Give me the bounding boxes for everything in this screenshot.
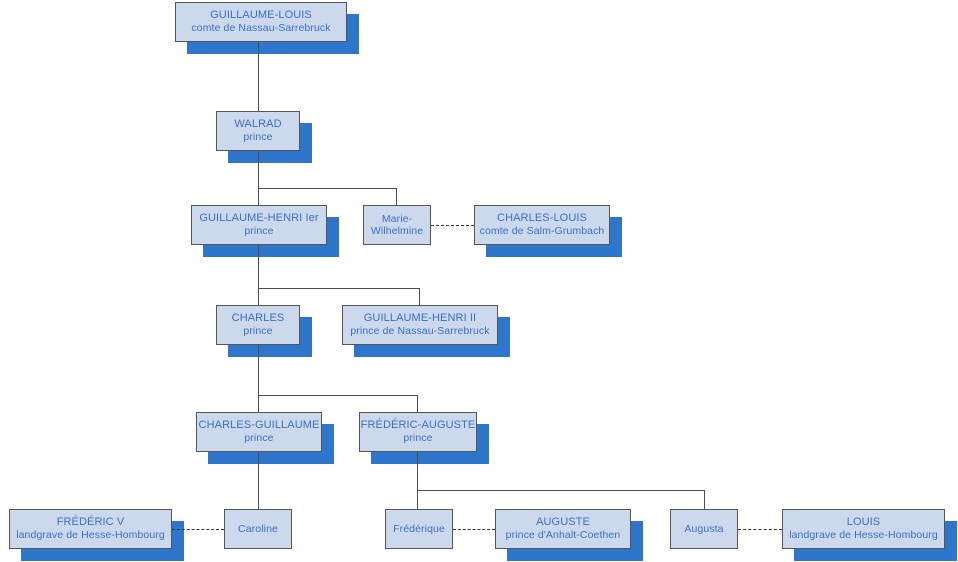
node-caroline[interactable]: Caroline (224, 509, 292, 549)
connector-h-walrad-split (258, 188, 396, 189)
marriage-link-m-frederique-auguste (453, 529, 495, 530)
node-name: CHARLES (231, 312, 285, 325)
node-name: GUILLAUME-HENRI Ier (199, 212, 319, 225)
node-title: prince (403, 432, 433, 445)
connector-h-charles-split (258, 395, 417, 396)
node-name: LOUIS (846, 516, 881, 529)
node-name: CHARLES-GUILLAUME (198, 419, 320, 432)
node-name: GUILLAUME-HENRI II (363, 312, 477, 325)
connector-v-fa-to-frederique (417, 490, 418, 509)
node-title: prince (243, 131, 273, 144)
node-name: Caroline (238, 522, 278, 535)
connector-v-fa-down (417, 452, 418, 490)
node-name: Augusta (684, 522, 724, 535)
connector-v-guillaumelouis-down (258, 42, 259, 111)
node-frederique[interactable]: Frédérique (385, 509, 453, 549)
node-name: Frédérique (393, 522, 445, 535)
connector-v-walrad-down (258, 151, 259, 188)
connector-v-gh1-to-charles (258, 288, 259, 305)
node-marie-wilhelmine[interactable]: Marie-Wilhelmine (363, 205, 431, 245)
node-title: prince d'Anhalt-Coethen (505, 529, 621, 542)
node-name: FRÉDÉRIC-AUGUSTE (360, 419, 476, 432)
node-title: landgrave de Hesse-Hombourg (16, 529, 165, 542)
connector-v-walrad-to-gh1 (258, 188, 259, 205)
node-name: GUILLAUME-LOUIS (210, 9, 312, 22)
connector-v-cg-to-caroline (258, 452, 259, 509)
connector-v-walrad-to-mariew (396, 188, 397, 205)
connector-v-fa-to-augusta (704, 490, 705, 509)
node-name: FRÉDÉRIC V (56, 516, 125, 529)
connector-h-gh1-split (258, 288, 419, 289)
node-name: AUGUSTE (536, 516, 590, 529)
connector-h-fa-split (417, 490, 704, 491)
node-title: comte de Nassau-Sarrebruck (191, 22, 331, 35)
node-title: prince (243, 325, 273, 338)
connector-v-gh1-down (258, 245, 259, 288)
node-name: Marie- (381, 212, 413, 225)
connector-v-gh1-to-gh2 (419, 288, 420, 305)
node-augusta[interactable]: Augusta (670, 509, 738, 549)
node-title: prince (244, 225, 274, 238)
marriage-link-m-fredericv-caroline (172, 529, 224, 530)
node-name: WALRAD (234, 118, 282, 131)
connector-v-charles-to-fa (417, 395, 418, 412)
node-title: landgrave de Hesse-Hombourg (789, 529, 938, 542)
marriage-link-m-augusta-louis (738, 529, 782, 530)
node-title: prince de Nassau-Sarrebruck (350, 325, 490, 338)
connector-v-charles-to-cg (258, 395, 259, 412)
node-name: CHARLES-LOUIS (497, 212, 587, 225)
connector-v-charles-down (258, 345, 259, 395)
node-title: comte de Salm-Grumbach (479, 225, 605, 238)
node-title: Wilhelmine (370, 225, 424, 237)
node-title: prince (244, 432, 274, 445)
marriage-link-m-mariew-charleslouis (431, 225, 474, 226)
